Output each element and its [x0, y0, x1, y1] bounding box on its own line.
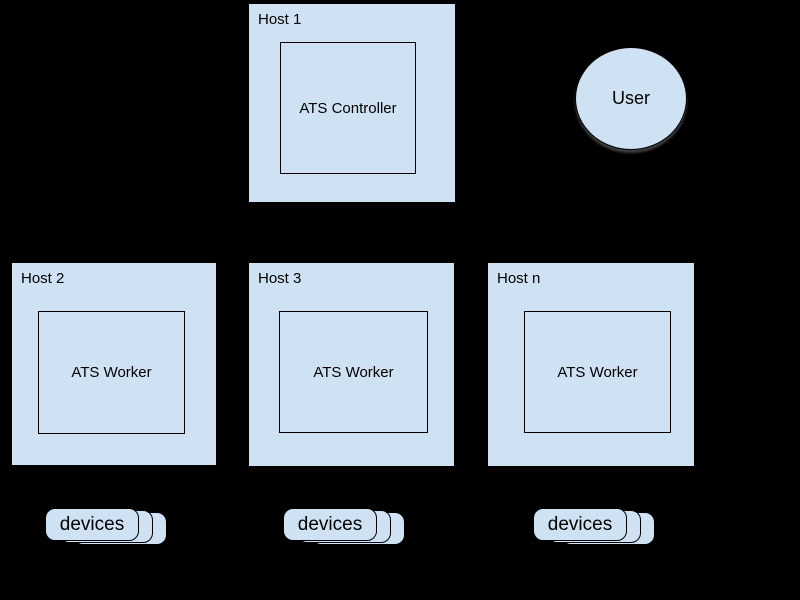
- devices-node: devices: [45, 508, 139, 541]
- devices-stack-3: devices: [533, 508, 663, 548]
- ats-worker-node: ATS Worker: [524, 311, 671, 433]
- host-3-node: Host 3 ATS Worker: [248, 262, 455, 467]
- host-n-node: Host n ATS Worker: [487, 262, 695, 467]
- host-3-label: Host 3: [258, 270, 302, 287]
- devices-stack-2: devices: [283, 508, 413, 548]
- host-2-label: Host 2: [21, 270, 65, 287]
- devices-label: devices: [547, 513, 613, 535]
- ats-worker-label: ATS Worker: [71, 364, 152, 381]
- host-1-label: Host 1: [258, 11, 302, 28]
- host-n-label: Host n: [497, 270, 541, 287]
- ats-worker-node: ATS Worker: [279, 311, 428, 433]
- devices-stack-1: devices: [45, 508, 175, 548]
- user-node: User: [575, 47, 687, 150]
- ats-worker-label: ATS Worker: [313, 363, 394, 381]
- devices-label: devices: [59, 513, 125, 535]
- devices-label: devices: [297, 513, 363, 535]
- user-label: User: [611, 88, 650, 108]
- ats-controller-node: ATS Controller: [280, 42, 416, 174]
- ats-worker-label: ATS Worker: [557, 363, 638, 381]
- devices-node: devices: [283, 508, 377, 541]
- devices-node: devices: [533, 508, 627, 541]
- host-1-node: Host 1 ATS Controller: [248, 3, 456, 203]
- host-2-node: Host 2 ATS Worker: [11, 262, 217, 466]
- ats-controller-label: ATS Controller: [299, 99, 397, 117]
- ats-worker-node: ATS Worker: [38, 311, 185, 434]
